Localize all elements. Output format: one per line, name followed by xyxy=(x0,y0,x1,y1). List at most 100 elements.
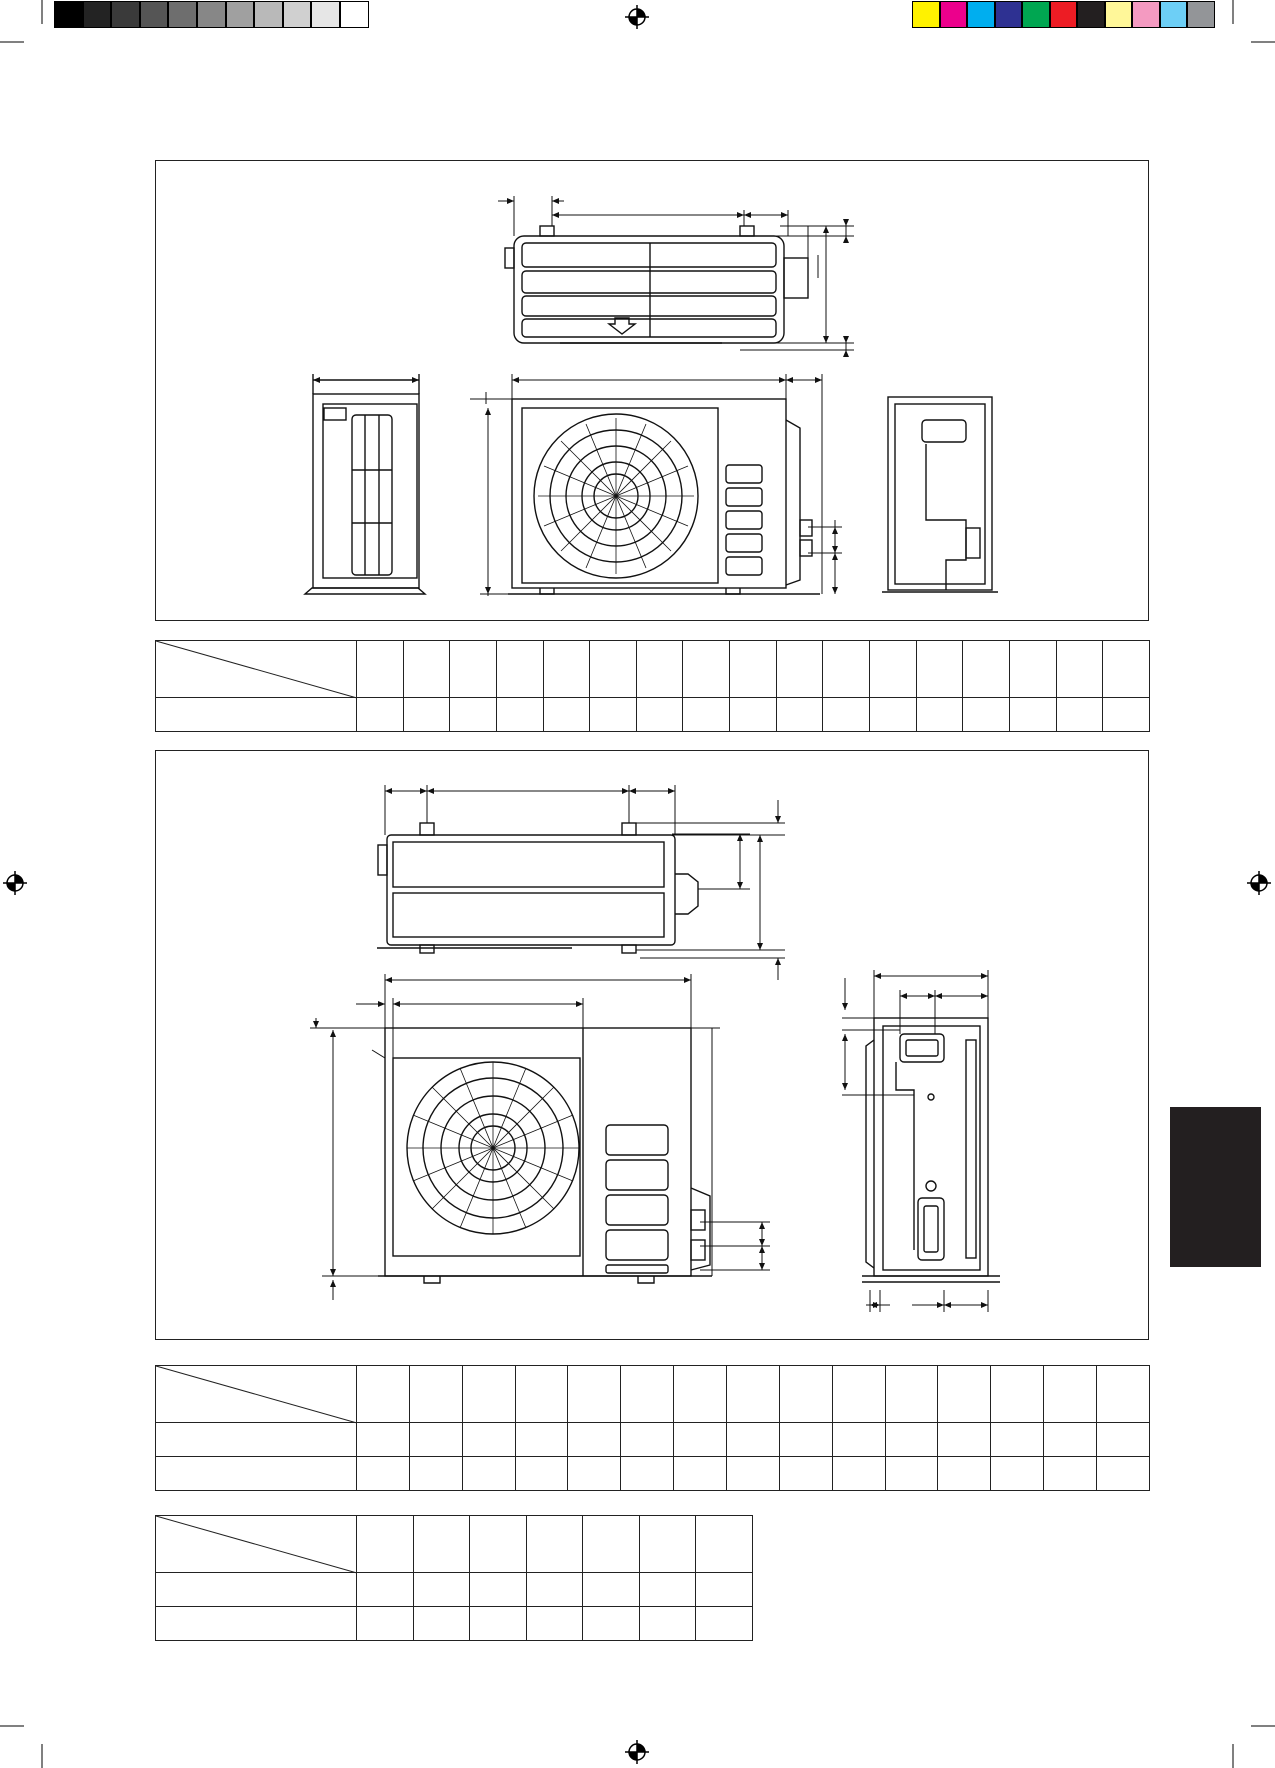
table-header-cell xyxy=(990,1365,1045,1423)
table-cell xyxy=(695,1572,753,1607)
table-header-cell xyxy=(542,640,591,698)
calibration-swatch xyxy=(139,1,169,28)
table-cell xyxy=(635,697,684,732)
table-cell xyxy=(567,1422,622,1457)
table-header-cell xyxy=(695,1515,753,1573)
table-cell xyxy=(1008,697,1057,732)
registration-mark-top xyxy=(625,5,649,29)
table-cell xyxy=(695,1606,753,1641)
table-cell xyxy=(469,1572,527,1607)
table-header-cell xyxy=(1043,1365,1098,1423)
table-header-cell xyxy=(869,640,917,698)
table-cell xyxy=(831,1422,886,1457)
table-cell xyxy=(937,1456,992,1491)
table-header-cell xyxy=(638,1515,697,1573)
table-cell xyxy=(673,1422,728,1457)
table-cell xyxy=(514,1456,569,1491)
calibration-swatch xyxy=(912,1,940,28)
calibration-swatch xyxy=(994,1,1022,28)
table-corner-cell xyxy=(155,1515,358,1574)
table-row xyxy=(155,697,1150,732)
table-header-cell xyxy=(589,640,637,698)
table-cell xyxy=(831,1456,886,1491)
calibration-swatch xyxy=(1132,1,1160,28)
table-row-label-cell xyxy=(155,697,357,732)
table-header-cell xyxy=(469,1515,527,1573)
table-header-cell xyxy=(412,1515,471,1573)
calibration-swatch xyxy=(1077,1,1105,28)
section-side-tab xyxy=(1170,1107,1261,1267)
table-row-label-cell xyxy=(155,1422,357,1457)
table-cell xyxy=(525,1572,584,1607)
registration-mark-bottom xyxy=(625,1740,649,1764)
registration-mark-right xyxy=(1247,871,1271,895)
figure-2-drawing xyxy=(310,785,1000,1312)
table-cell xyxy=(356,1422,410,1457)
calibration-swatch xyxy=(1022,1,1050,28)
table-corner-cell xyxy=(155,1365,358,1424)
table-header-cell xyxy=(915,640,964,698)
table-cell xyxy=(495,697,544,732)
fig1-top-view xyxy=(504,225,809,344)
fig2-top-view xyxy=(377,822,699,954)
figure-2-frame xyxy=(155,750,1149,1340)
dimension-table-1 xyxy=(155,640,1150,732)
table-cell xyxy=(582,1606,640,1641)
table-cell xyxy=(356,1572,414,1607)
table-row xyxy=(155,1422,1150,1457)
calibration-swatch xyxy=(168,1,197,28)
table-cell xyxy=(356,1606,414,1641)
table-cell xyxy=(408,1422,463,1457)
table-cell xyxy=(778,1456,833,1491)
table-cell xyxy=(1102,697,1150,732)
table-cell xyxy=(1096,1422,1150,1457)
figure-1-drawing xyxy=(303,196,998,596)
table-header-cell xyxy=(449,640,497,698)
calibration-swatch xyxy=(54,1,83,28)
calibration-swatch xyxy=(311,1,340,28)
table-header-cell xyxy=(831,1365,886,1423)
table-cell xyxy=(1043,1422,1098,1457)
table-header-cell xyxy=(514,1365,569,1423)
calibration-swatch xyxy=(340,1,369,28)
table-cell xyxy=(461,1456,516,1491)
calibration-swatch xyxy=(197,1,226,28)
calibration-swatch xyxy=(939,1,967,28)
calibration-swatch xyxy=(967,1,995,28)
table-cell xyxy=(408,1456,463,1491)
registration-mark-left xyxy=(3,871,27,895)
fig2-front-view xyxy=(378,1027,712,1284)
table-cell xyxy=(937,1422,992,1457)
table-header-cell xyxy=(775,640,824,698)
table-row-label-cell xyxy=(155,1572,357,1607)
table-cell xyxy=(620,1456,675,1491)
table-cell xyxy=(726,1456,780,1491)
table-header-cell xyxy=(525,1515,584,1573)
table-cell xyxy=(673,1456,728,1491)
table-cell xyxy=(582,1572,640,1607)
table-cell xyxy=(356,697,404,732)
table-cell xyxy=(638,1572,697,1607)
dimension-table-2 xyxy=(155,1365,1150,1491)
table-cell xyxy=(990,1456,1045,1491)
calibration-swatch xyxy=(1159,1,1187,28)
table-cell xyxy=(620,1422,675,1457)
calibration-swatch xyxy=(282,1,312,28)
table-cell xyxy=(1043,1456,1098,1491)
table-header-cell xyxy=(582,1515,640,1573)
table-cell xyxy=(775,697,824,732)
table-corner-cell xyxy=(155,640,358,699)
table-header-cell xyxy=(356,1365,410,1423)
fig2-right-side-view xyxy=(862,1017,1000,1283)
table-cell xyxy=(884,1456,939,1491)
table-header-cell xyxy=(1096,1365,1150,1423)
table-cell xyxy=(869,697,917,732)
table-cell xyxy=(726,1422,780,1457)
calibration-swatch xyxy=(82,1,112,28)
calibration-swatch xyxy=(111,1,140,28)
table-row xyxy=(155,1606,753,1641)
table-row-label-cell xyxy=(155,1456,357,1491)
table-header-cell xyxy=(937,1365,992,1423)
table-cell xyxy=(469,1606,527,1641)
fig1-front-view xyxy=(508,398,820,595)
